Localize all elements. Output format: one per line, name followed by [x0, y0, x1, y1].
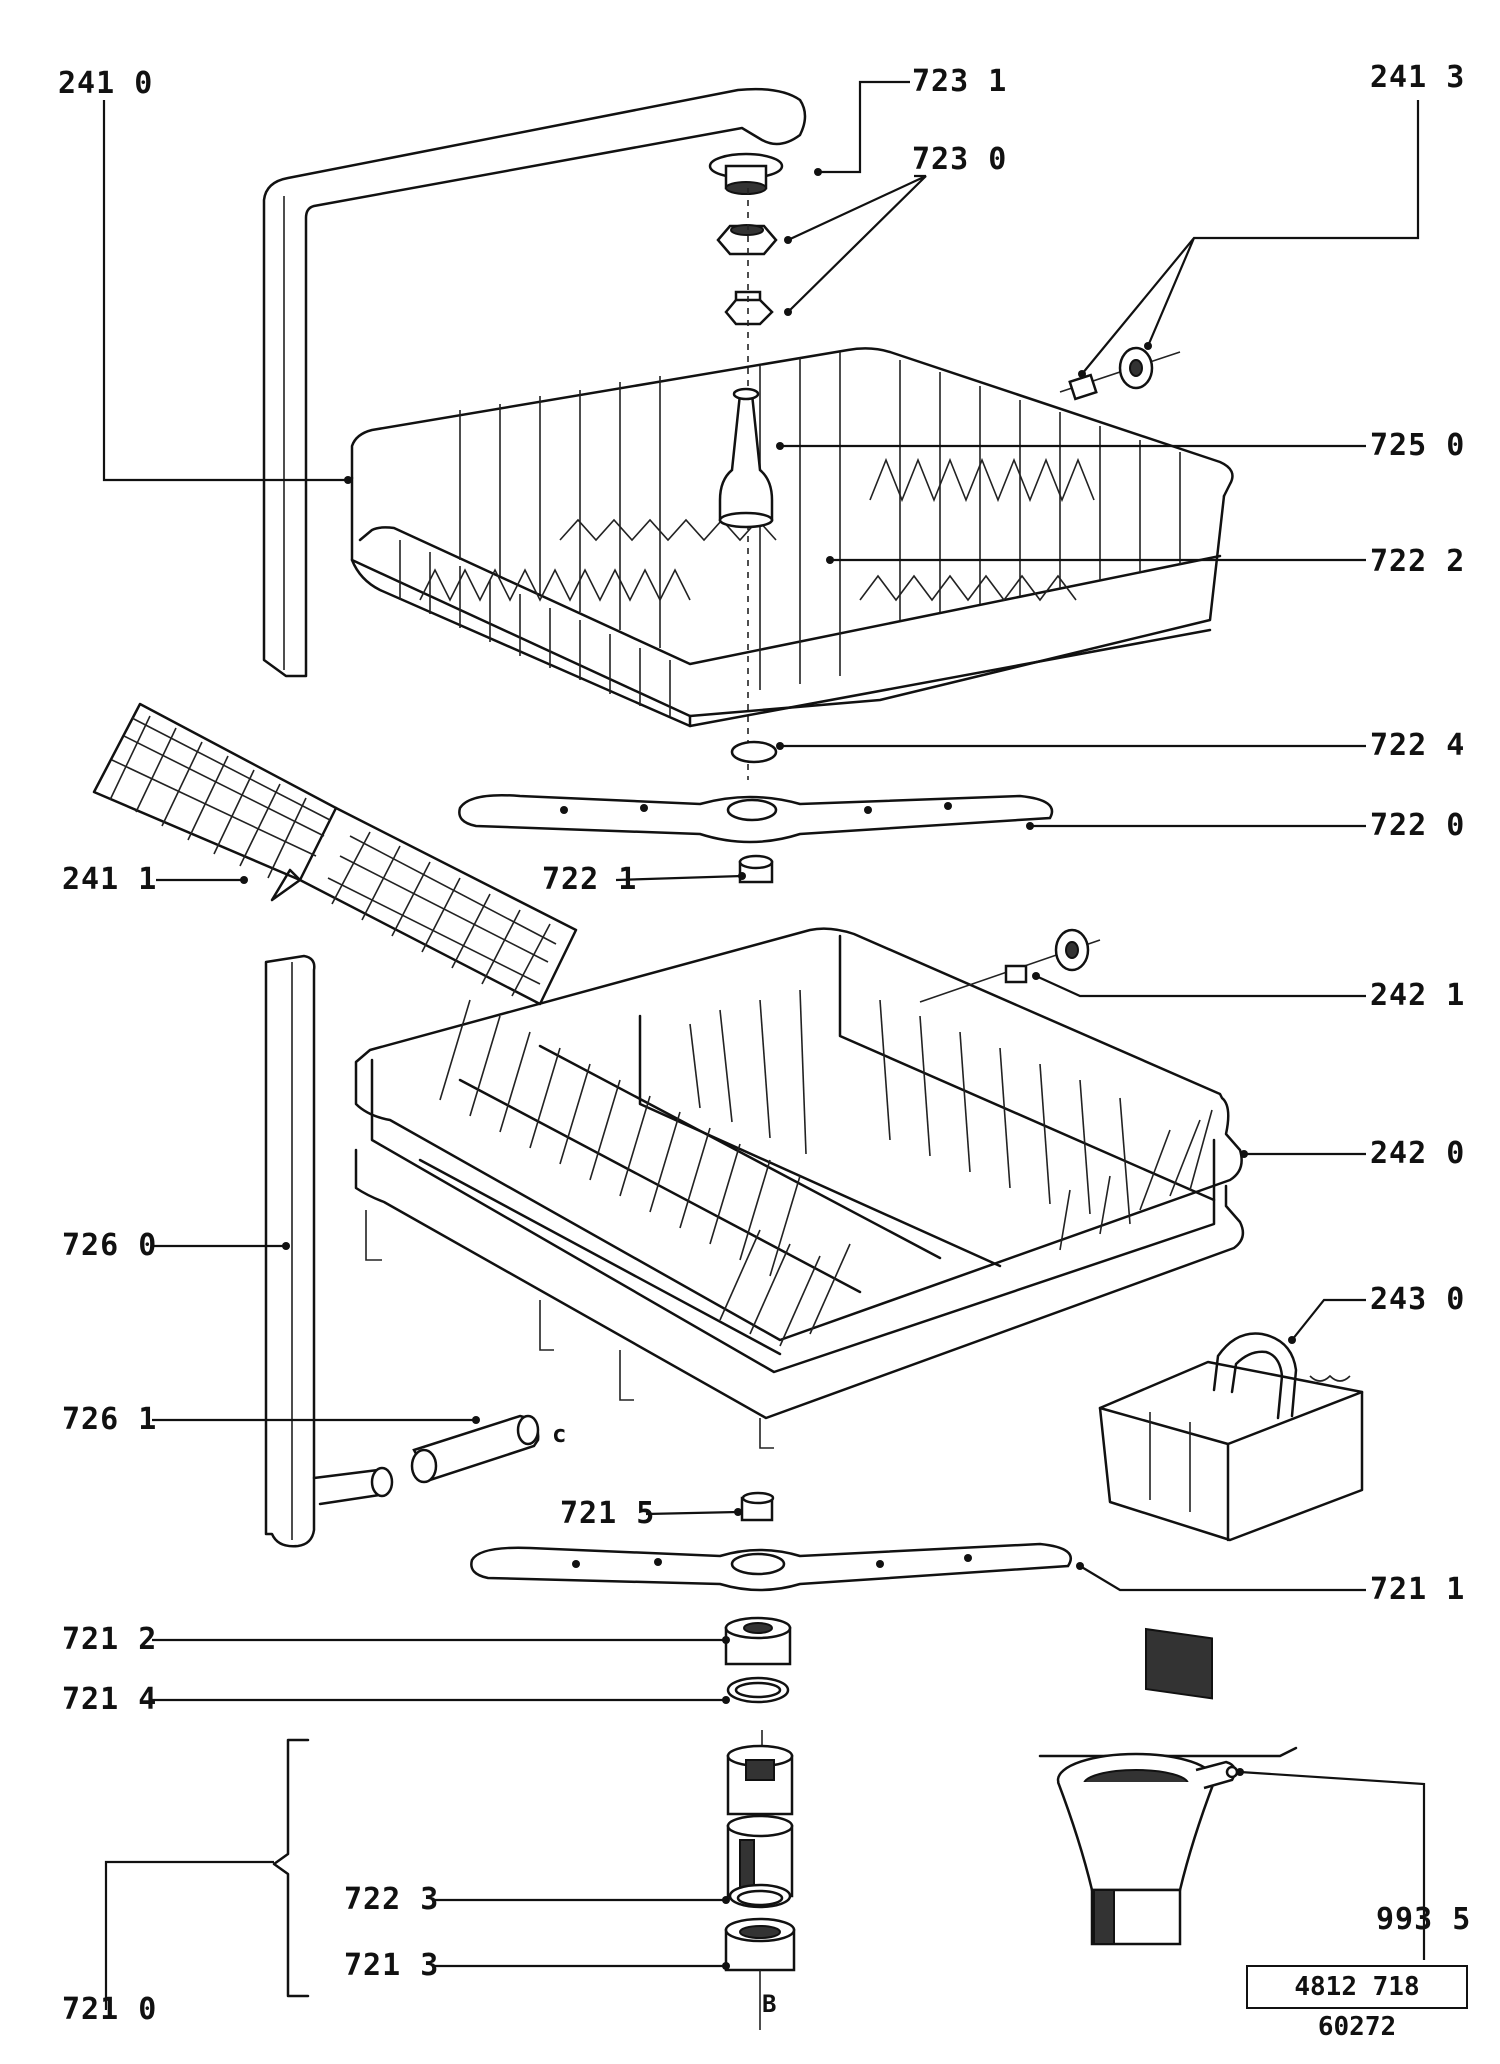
- upper-rail-241-0: [262, 87, 807, 678]
- label-993-5: 993 5: [1376, 1902, 1472, 1937]
- label-242-1: 242 1: [1370, 978, 1466, 1013]
- cutlery-basket-243-0: [1098, 1332, 1364, 1700]
- label-243-0: 243 0: [1370, 1282, 1466, 1317]
- lower-rail-726-0: [264, 954, 394, 1548]
- label-722-1: 722 1: [542, 862, 638, 897]
- upper-basket-722-2: [350, 347, 1234, 728]
- label-726-0: 726 0: [62, 1228, 158, 1263]
- funnel-993-5: [1038, 1746, 1298, 1946]
- label-721-3: 721 3: [344, 1948, 440, 1983]
- letter-b: B: [762, 1990, 777, 2018]
- label-722-0: 722 0: [1370, 808, 1466, 843]
- label-721-4: 721 4: [62, 1682, 158, 1717]
- leader-lines: [102, 80, 1426, 2010]
- label-723-1: 723 1: [912, 64, 1008, 99]
- label-722-2: 722 2: [1370, 544, 1466, 579]
- bracket-721-0: [272, 1738, 310, 1998]
- label-721-1: 721 1: [1370, 1572, 1466, 1607]
- lower-basket-242-0: [354, 927, 1245, 1449]
- lower-arm-parts: [470, 1491, 1072, 1704]
- label-241-3: 241 3: [1370, 60, 1466, 95]
- label-721-2: 721 2: [62, 1622, 158, 1657]
- label-723-0: 723 0: [912, 142, 1008, 177]
- lower-wheels-242-1: [919, 928, 1101, 1003]
- label-726-1: 726 1: [62, 1402, 158, 1437]
- leader-dots: [240, 168, 1296, 1970]
- upper-wheels-241-3: [1059, 346, 1181, 401]
- label-241-0: 241 0: [58, 66, 154, 101]
- hub-assembly-721-0: [724, 1730, 796, 2030]
- upper-spray-arm-722-0: [458, 793, 1054, 844]
- upper-arm-rings: [730, 740, 778, 884]
- label-722-4: 722 4: [1370, 728, 1466, 763]
- document-number: 4812 718 60272: [1246, 1965, 1468, 2042]
- lower-tube-726-1: [410, 1414, 540, 1484]
- label-721-5: 721 5: [560, 1496, 656, 1531]
- letter-c: c: [552, 1420, 567, 1448]
- cutlery-tray-241-1: [92, 702, 578, 1006]
- label-721-0: 721 0: [62, 1992, 158, 2027]
- label-241-1: 241 1: [62, 862, 158, 897]
- upper-hub-parts: [708, 152, 784, 780]
- label-725-0: 725 0: [1370, 428, 1466, 463]
- label-722-3: 722 3: [344, 1882, 440, 1917]
- label-242-0: 242 0: [1370, 1136, 1466, 1171]
